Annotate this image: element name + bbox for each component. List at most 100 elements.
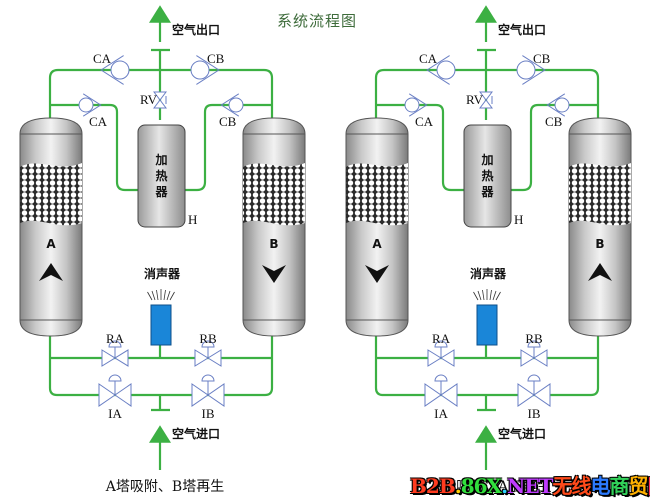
watermark-part: 商 xyxy=(609,474,629,498)
heater-label-char: 热 xyxy=(155,168,167,183)
diagram-title: 系统流程图 xyxy=(277,12,358,30)
check-valve-ca-lower xyxy=(404,93,428,117)
valve-ra xyxy=(101,340,129,367)
check-valve-ca-lower xyxy=(78,93,102,117)
check-valve-ca-top-wedge xyxy=(100,55,124,85)
tower-a: A xyxy=(345,117,409,337)
valve-ia xyxy=(424,374,458,407)
top-main-pipe xyxy=(48,68,274,122)
tower-b-label: B xyxy=(595,237,604,251)
tower-b-flow-up-icon xyxy=(588,263,612,281)
relief-valve-label: RV xyxy=(466,92,484,107)
tower-b-label: B xyxy=(269,237,278,251)
tower-a-shell xyxy=(19,117,83,337)
tower-b-shell xyxy=(568,117,632,337)
check-valve-ca-top-circle xyxy=(436,60,456,80)
valve-ib xyxy=(191,374,225,407)
valve-ra-actuator xyxy=(108,340,122,348)
relief-valve-label: RV xyxy=(140,92,158,107)
heater-label-char: 加 xyxy=(480,152,493,167)
silencer-label: 消声器 xyxy=(144,266,181,281)
valve-ra xyxy=(427,340,455,367)
check-valve-cb-lower-wedge xyxy=(220,93,240,117)
top-main-pipe xyxy=(374,68,600,122)
silencer-label: 消声器 xyxy=(470,266,507,281)
watermark-part: . xyxy=(454,474,462,498)
check-valve-cb-lower-circle xyxy=(228,97,244,113)
check-valve-cb-lower xyxy=(546,93,570,117)
heater-tag: H xyxy=(188,212,197,227)
valve-rb-label: RB xyxy=(525,331,543,346)
check-valve-cb-top-circle xyxy=(190,60,210,80)
tower-a-flow-up-icon xyxy=(39,263,63,281)
mode-caption: A塔吸附、B塔再生 xyxy=(105,479,224,495)
heater-label-char: 加 xyxy=(154,152,167,167)
heater: 加热器 xyxy=(463,124,512,228)
valve-ra-actuator xyxy=(434,340,448,348)
valve-ra-label: RA xyxy=(432,331,451,346)
valve-ia xyxy=(98,374,132,407)
heater-body xyxy=(137,124,186,228)
heater: 加热器 xyxy=(137,124,186,228)
valve-ib-actuator xyxy=(527,374,541,382)
valve-rb-actuator xyxy=(527,340,541,348)
exhaust-line-icon xyxy=(147,291,153,301)
watermark-part: 贸 xyxy=(628,474,648,498)
exhaust-line-icon xyxy=(495,291,501,301)
check-valve-ca-lower-label: CA xyxy=(89,114,108,129)
watermark: B2B.86X.NET无线电商贸网 xyxy=(410,470,650,499)
right-branch-pipe xyxy=(185,103,272,192)
outlet-label: 空气出口 xyxy=(498,22,546,37)
valve-rb-label: RB xyxy=(199,331,217,346)
check-valve-ca-lower-wedge xyxy=(408,93,428,117)
inlet-label: 空气进口 xyxy=(498,426,546,441)
valve-ib xyxy=(517,374,551,407)
watermark-part: NET xyxy=(507,474,553,498)
check-valve-cb-top-label: CB xyxy=(533,51,551,66)
tower-a-desiccant-bed xyxy=(346,163,408,226)
check-valve-ca-top xyxy=(426,55,456,85)
check-valve-cb-top xyxy=(516,55,546,85)
check-valve-cb-top xyxy=(190,55,220,85)
tower-a-label: A xyxy=(372,237,382,251)
valve-ib-label: IB xyxy=(202,406,215,421)
silencer-body xyxy=(150,304,172,346)
heater-tag: H xyxy=(514,212,523,227)
exhaust-line-icon xyxy=(473,291,479,301)
left-branch-pipe xyxy=(50,103,138,192)
watermark-part: 无线 xyxy=(552,474,591,498)
silencer: 消声器 xyxy=(470,266,507,346)
exhaust-line-icon xyxy=(151,290,156,301)
valve-rb xyxy=(520,340,548,367)
exhaust-line-icon xyxy=(156,289,159,301)
silencer-body xyxy=(476,304,498,346)
valve-rb-actuator xyxy=(201,340,215,348)
check-valve-cb-top-circle xyxy=(516,60,536,80)
tower-b-shell xyxy=(242,117,306,337)
relief-valve-rv xyxy=(479,91,493,109)
exhaust-line-icon xyxy=(163,289,166,301)
check-valve-cb-top-label: CB xyxy=(207,51,225,66)
tower-b-flow-down-icon xyxy=(262,265,286,283)
tower-b: B xyxy=(242,117,306,337)
check-valve-cb-lower-label: CB xyxy=(545,114,563,129)
tower-b: B xyxy=(568,117,632,337)
valve-ia-actuator xyxy=(434,374,448,382)
exhaust-line-icon xyxy=(482,289,485,301)
pipes xyxy=(48,50,274,410)
heater-label-char: 器 xyxy=(154,185,168,199)
heater-body xyxy=(463,124,512,228)
tower-a-shell xyxy=(345,117,409,337)
exhaust-line-icon xyxy=(169,291,175,301)
watermark-part: 86X xyxy=(460,474,502,498)
silencer: 消声器 xyxy=(144,266,181,346)
exhaust-line-icon xyxy=(489,289,492,301)
right-branch-pipe xyxy=(511,103,598,192)
outlet-label: 空气出口 xyxy=(172,22,220,37)
check-valve-ca-top-label: CA xyxy=(93,51,112,66)
relief-valve-rv xyxy=(153,91,167,109)
check-valve-cb-lower-wedge xyxy=(546,93,566,117)
left-branch-pipe xyxy=(376,103,464,192)
